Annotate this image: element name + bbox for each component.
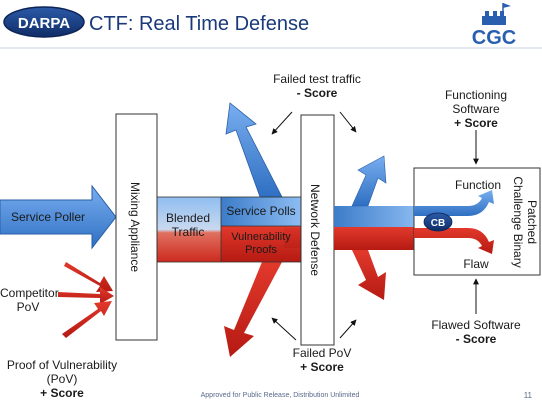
service-poller-label: Service Poller [11,210,85,224]
competitor-pov-label-2: PoV [16,300,40,314]
failed-pov-pointer-right [339,319,357,339]
red-passthrough-arrow [334,227,420,250]
blended-outline [156,196,302,263]
patched-cb-label-1: Patched [525,200,539,244]
cb-label: CB [431,218,445,229]
patched-cb-label-2: Challenge Binary [511,176,525,267]
slide-title: CTF: Real Time Defense [89,13,309,35]
failed-test-pointer-left [271,111,293,135]
service-polls-band [221,197,301,226]
functioning-label-1: Functioning [444,88,508,102]
failed-test-arrow [225,102,283,198]
failed-pov-pointer-left [271,317,297,341]
pov-score: + Score [40,386,84,400]
cb-blue-arrow [414,190,494,216]
mixing-appliance-box [115,113,158,341]
service-polls-label: Service Polls [226,204,295,218]
mixing-appliance-label: Mixing Appliance [128,182,142,272]
functioning-text: Functioning Software + Score [430,88,522,130]
failed-test-label: Failed test traffic [273,72,361,86]
page-number: 11 [523,391,532,400]
cgc-logo: CGC [472,3,516,49]
blended-label-1: Blended [166,211,210,225]
failed-pov-arrow [224,262,282,357]
darpa-logo: DARPA [3,6,85,38]
darpa-logo-text: DARPA [18,15,70,32]
vuln-proofs-label-1: Vulnerability [231,231,291,243]
service-poller-arrow [0,184,117,250]
blended-band [157,197,221,262]
function-label: Function [455,178,501,192]
blue-upright-arrow [351,155,387,207]
flaw-label: Flaw [463,257,489,271]
vuln-proofs-label-2: Proofs [245,244,277,256]
failed-pov-label: Failed PoV [292,346,352,360]
pov-label-1: Proof of Vulnerability [6,358,118,372]
failed-pov-score: + Score [300,360,344,374]
competitor-pov-text: Competitor PoV [0,286,59,314]
cb-oval [423,212,453,232]
flawed-text: Flawed Software - Score [420,318,532,346]
blended-label-2: Traffic [172,225,205,239]
network-defense-label: Network Defense [308,184,322,276]
functioning-label-2: Software [452,102,500,116]
failed-test-text: Failed test traffic - Score [252,72,382,100]
footer-approval: Approved for Public Release, Distributio… [200,392,360,399]
blue-passthrough-arrow [334,206,420,227]
flawed-label: Flawed Software [431,318,521,332]
cgc-logo-text: CGC [472,27,516,49]
competitor-pov-arrows [58,262,114,338]
failed-test-pointer-right [339,111,357,133]
pov-text: Proof of Vulnerability (PoV) + Score [0,358,124,400]
failed-pov-text: Failed PoV + Score [282,346,362,374]
failed-test-score: - Score [296,86,338,100]
flawed-score: - Score [455,332,497,346]
functioning-score: + Score [454,116,498,130]
cb-red-arrow [414,228,494,254]
pov-label-2: (PoV) [46,372,78,386]
red-downright-arrow [352,250,386,300]
competitor-pov-label-1: Competitor [0,286,59,300]
